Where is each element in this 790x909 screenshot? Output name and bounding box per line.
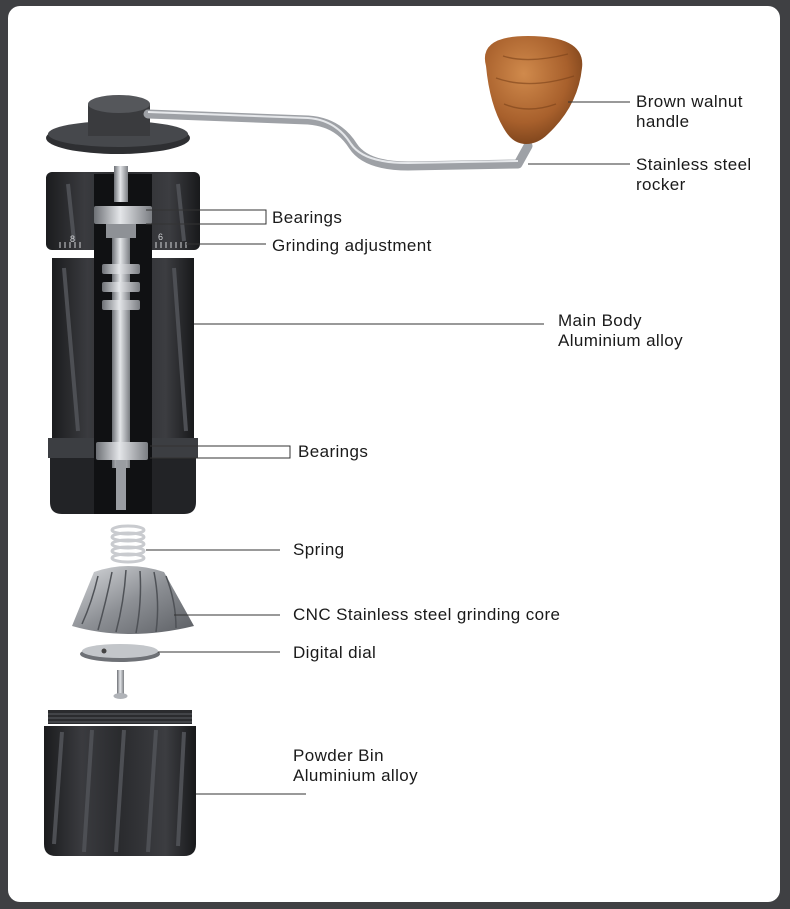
label-brown-walnut-handle: Brown walnut handle	[636, 92, 743, 131]
powder-bin	[44, 710, 196, 856]
label-spring: Spring	[293, 540, 345, 559]
label-grinding-adjustment: Grinding adjustment	[272, 236, 432, 255]
spring	[110, 524, 146, 564]
grinding-core	[72, 566, 194, 634]
adjustment-scale	[59, 242, 187, 248]
label-stainless-steel-rocker: Stainless steel rocker	[636, 155, 752, 194]
digital-dial	[80, 644, 160, 662]
walnut-handle-knob	[484, 36, 583, 144]
leader-lines	[146, 101, 630, 795]
label-grinding-core: CNC Stainless steel grinding core	[293, 605, 561, 624]
stainless-steel-rocker-arm	[143, 109, 533, 171]
central-shaft	[112, 238, 130, 468]
crank-assembly	[46, 36, 583, 171]
shaft-nut	[114, 166, 128, 202]
leader-bearings-top	[146, 209, 267, 225]
label-powder-bin: Powder Bin Aluminium alloy	[293, 746, 419, 785]
screw	[113, 670, 128, 699]
dial-number-6: 6	[158, 232, 163, 242]
top-bearing	[94, 206, 152, 224]
label-digital-dial: Digital dial	[293, 643, 377, 662]
leader-bearings-bottom	[150, 445, 291, 459]
bottom-bearing	[96, 442, 148, 460]
dial-number-8: 8	[70, 234, 75, 244]
grinder-exploded-diagram: 8 6	[44, 36, 630, 856]
main-body: 8 6	[46, 166, 200, 514]
label-bearings-top: Bearings	[272, 208, 343, 227]
label-bearings-bottom: Bearings	[298, 442, 369, 461]
label-main-body: Main Body Aluminium alloy	[558, 311, 684, 350]
diagram-card: 8 6	[8, 6, 780, 902]
